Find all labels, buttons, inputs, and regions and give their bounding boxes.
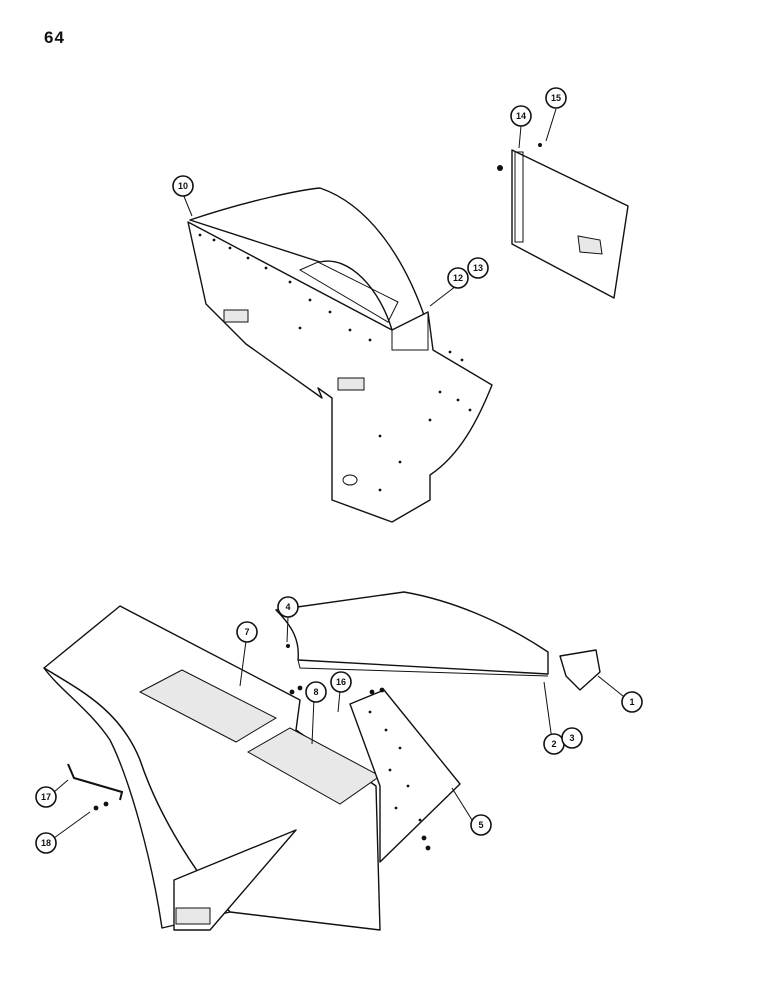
upper-door-assembly (497, 143, 629, 299)
upper-inner-box (298, 261, 399, 323)
callout-1: 1 (621, 691, 643, 713)
door-panel (511, 149, 629, 299)
bracket-part-1 (559, 649, 601, 691)
svg-text:14: 14 (516, 111, 526, 121)
door-hinge (514, 151, 524, 243)
upper-side-panel (187, 221, 493, 523)
svg-text:3: 3 (569, 733, 574, 743)
svg-text:8: 8 (313, 687, 318, 697)
svg-text:15: 15 (551, 93, 561, 103)
callout-16: 16 (330, 671, 352, 693)
cover-screw (286, 644, 290, 648)
lower-fender-skirt (43, 667, 231, 929)
callout-4: 4 (277, 596, 299, 618)
door-handle (577, 235, 603, 255)
top-cover-edge (297, 659, 549, 677)
upper-bracket-left (223, 309, 249, 323)
callout-18: 18 (35, 832, 57, 854)
callout-7: 7 (236, 621, 258, 643)
svg-text:13: 13 (473, 263, 483, 273)
upper-bracket-right (337, 377, 365, 391)
callout-15: 15 (545, 87, 567, 109)
upper-panel-hole (342, 474, 358, 486)
svg-text:7: 7 (244, 627, 249, 637)
lower-panel-rivets (368, 710, 422, 822)
lower-step-housing (173, 829, 297, 931)
rod-assembly (67, 763, 124, 811)
upper-fender-curve (189, 187, 426, 331)
svg-text:4: 4 (285, 602, 290, 612)
rod-nut (93, 805, 99, 811)
upper-inner-wall (391, 312, 429, 351)
svg-text:17: 17 (41, 792, 51, 802)
lower-top-cover (275, 591, 549, 677)
door-screw (538, 143, 542, 147)
callout-14: 14 (510, 105, 532, 127)
top-cover-panel (275, 591, 549, 675)
svg-text:18: 18 (41, 838, 51, 848)
callout-10: 10 (172, 175, 194, 197)
svg-text:1: 1 (629, 697, 634, 707)
callout-5: 5 (470, 814, 492, 836)
lower-step-tread (175, 907, 211, 925)
page-number: 64 (44, 28, 65, 47)
callout-2: 2 (543, 733, 565, 755)
lower-fender-assembly (43, 605, 461, 931)
upper-fender-assembly (187, 187, 493, 523)
rod-part-17 (67, 763, 124, 801)
door-nut (497, 165, 503, 171)
callout-13: 13 (467, 257, 489, 279)
svg-text:12: 12 (453, 273, 463, 283)
rod-washer (103, 801, 109, 807)
svg-text:5: 5 (478, 820, 483, 830)
tread-plate-7 (138, 669, 278, 743)
callout-12: 12 (447, 267, 469, 289)
svg-text:10: 10 (178, 181, 188, 191)
svg-text:16: 16 (336, 677, 346, 687)
lower-side-panel (349, 689, 461, 863)
callout-8: 8 (305, 681, 327, 703)
fasteners-16 (289, 685, 431, 851)
svg-text:2: 2 (551, 739, 556, 749)
upper-panel-rivets (198, 233, 472, 492)
callout-3: 3 (561, 727, 583, 749)
callout-17: 17 (35, 786, 57, 808)
leader-lines (53, 108, 629, 839)
